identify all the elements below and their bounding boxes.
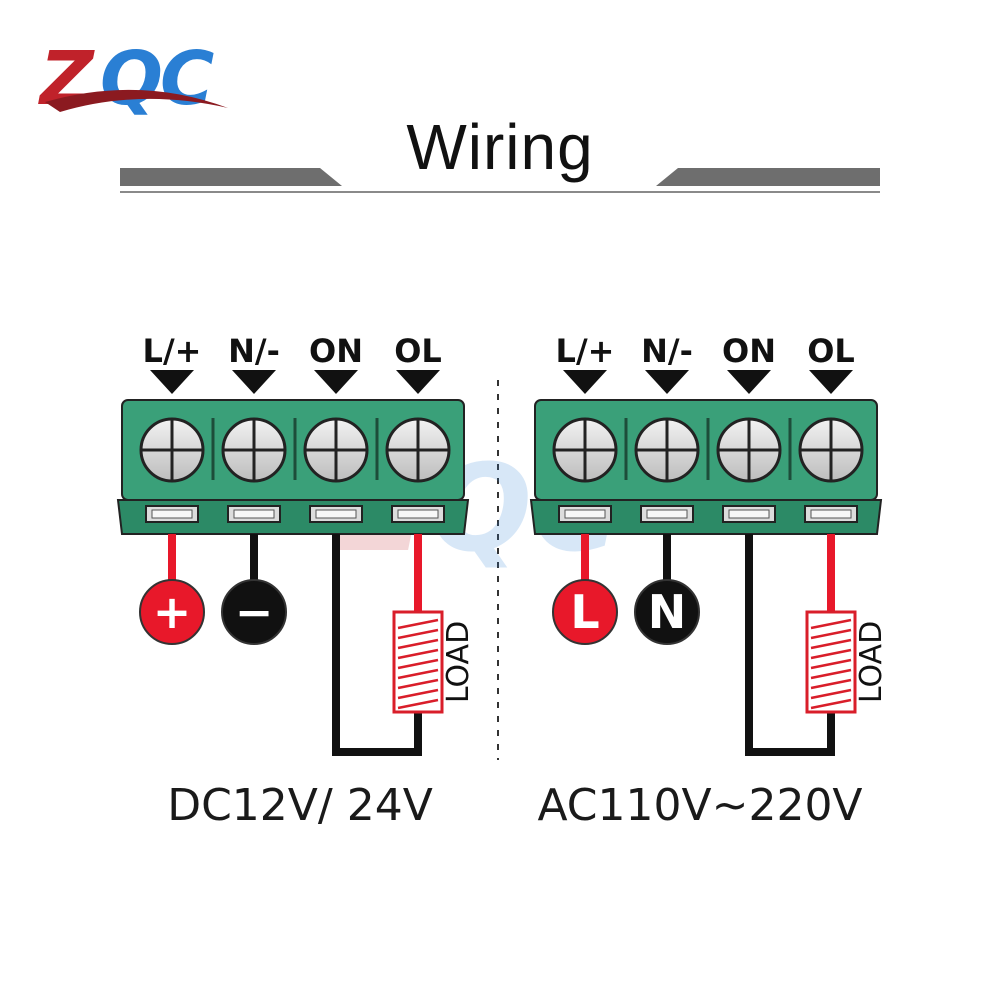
ac-terminal-label: ON [722, 332, 776, 370]
dc-terminal-arrow [232, 370, 276, 394]
dc-voltage-caption: DC12V/ 24V [167, 780, 433, 831]
dc-terminal-arrow [396, 370, 440, 394]
dc-terminal-label: ON [309, 332, 363, 370]
page-title: Wiring [406, 111, 594, 183]
ac-terminal-arrow [645, 370, 689, 394]
ac-load-coil-stripe [810, 698, 852, 710]
dc-terminal-label: L/+ [143, 332, 202, 370]
ac-load-coil-stripe [810, 638, 852, 650]
dc-terminal-label: OL [394, 332, 442, 370]
ac-load-coil-stripe [810, 658, 852, 670]
title-bar-right [656, 168, 880, 186]
dc-load-coil-stripe [397, 628, 439, 640]
ac-load-coil-stripe [810, 678, 852, 690]
ac-block-base [529, 499, 883, 535]
ac-terminal-label: N/- [641, 332, 693, 370]
dc-supply-pos-symbol [139, 579, 205, 645]
dc-load-coil-stripe [397, 698, 439, 710]
title-bar-left [120, 168, 342, 186]
ac-wire-clamp-hole [728, 509, 770, 519]
logo-letter-c: C [160, 36, 214, 122]
ac-load-label: LOAD [854, 621, 889, 703]
dc-wire-clamp-hole [397, 509, 439, 519]
dc-supply-neg-label: − [235, 585, 274, 639]
dc-load-coil-stripe [397, 668, 439, 680]
dc-wire-clamp-hole [151, 509, 193, 519]
dc-load-resistor [392, 610, 444, 714]
dc-load-coil-stripe [397, 688, 439, 700]
ac-terminal-label: OL [807, 332, 855, 370]
ac-load-coil-stripe [810, 688, 852, 700]
ac-terminal-arrow [563, 370, 607, 394]
ac-supply-neg-symbol [634, 579, 700, 645]
dc-supply-pos-label: + [153, 585, 192, 639]
ac-load-coil-stripe [810, 648, 852, 660]
ac-load-coil-stripe [810, 628, 852, 640]
ac-wire-clamp-hole [810, 509, 852, 519]
dc-terminal-block: L/+ N/- ON OL +− LOAD [116, 332, 476, 756]
dc-load-coil-stripe [397, 678, 439, 690]
brand-logo: Z Q C [38, 36, 228, 122]
dc-load-label: LOAD [441, 621, 476, 703]
dc-wire-clamp-hole [315, 509, 357, 519]
dc-on-wire [332, 534, 422, 756]
ac-wire-clamp-hole [564, 509, 606, 519]
dc-block-base [116, 499, 470, 535]
logo-letter-q: Q [100, 36, 163, 122]
dc-terminal-arrow [150, 370, 194, 394]
dc-load-coil-stripe [397, 648, 439, 660]
ac-load-coil-stripe [810, 618, 852, 630]
dc-load-coil-stripe [397, 658, 439, 670]
ac-on-wire [745, 534, 835, 756]
dc-supply-neg-symbol [221, 579, 287, 645]
ac-supply-pos-symbol [552, 579, 618, 645]
ac-wire-clamp-hole [646, 509, 688, 519]
dc-terminal-label: N/- [228, 332, 280, 370]
dc-load-coil-stripe [397, 618, 439, 630]
dc-wire-clamp-hole [233, 509, 275, 519]
ac-supply-neg-label: N [648, 585, 687, 639]
ac-terminal-arrow [809, 370, 853, 394]
ac-terminal-arrow [727, 370, 771, 394]
dc-load-coil-stripe [397, 638, 439, 650]
ac-voltage-caption: AC110V~220V [537, 780, 863, 831]
ac-load-coil-stripe [810, 668, 852, 680]
logo-swoosh [45, 89, 228, 112]
dc-terminal-arrow [314, 370, 358, 394]
ac-supply-pos-label: L [570, 585, 599, 639]
ac-terminal-label: L/+ [556, 332, 615, 370]
title-bars [120, 168, 880, 193]
